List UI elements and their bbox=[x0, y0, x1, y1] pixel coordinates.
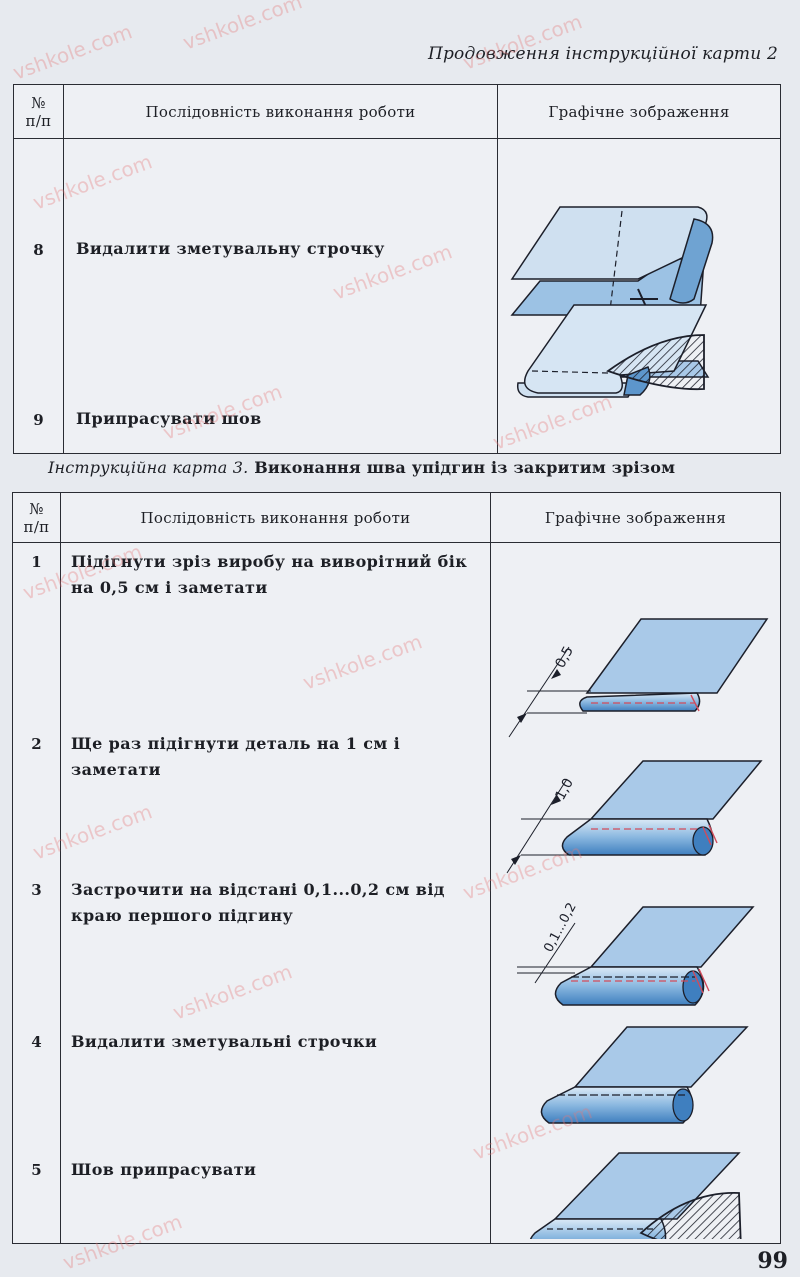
header-image: Графічне зображення bbox=[490, 492, 781, 543]
card3-table: № п/п Послідовність виконання роботи Гра… bbox=[12, 492, 781, 1256]
stitch-illustration: 0,1...0,2 bbox=[517, 900, 755, 1006]
row-instruction: Застрочити на відстані 0,1...0,2 см від … bbox=[71, 880, 445, 925]
card2-image-cell bbox=[497, 138, 781, 454]
row-number: 8 bbox=[33, 241, 44, 259]
row-number: 3 bbox=[31, 881, 42, 899]
card3-text-cell: Підігнути зріз виробу на виворітний бік … bbox=[60, 542, 491, 1244]
row-number: 9 bbox=[33, 411, 44, 429]
watermark: vshkole.com bbox=[179, 0, 306, 55]
row-instruction: Видалити зметувальну строчку bbox=[76, 239, 385, 258]
header-sequence: Послідовність виконання роботи bbox=[60, 492, 491, 543]
dimension-label: 0,1...0,2 bbox=[541, 900, 579, 955]
remove-basting-illustration bbox=[510, 206, 714, 328]
watermark: vshkole.com bbox=[459, 9, 586, 75]
watermark: vshkole.com bbox=[9, 19, 136, 85]
row-instruction: Ще раз підігнути деталь на 1 см і замета… bbox=[71, 734, 401, 779]
card3-illustrations: 0,5 1,0 bbox=[506, 618, 769, 1256]
card3-image-cell: 0,5 1,0 bbox=[490, 542, 781, 1256]
row-number: 5 bbox=[31, 1161, 42, 1179]
page-number: 99 bbox=[757, 1248, 788, 1274]
row-number: 1 bbox=[31, 553, 42, 571]
card2-num-cell: 8 9 bbox=[13, 138, 64, 454]
row-instruction: Видалити зметувальні строчки bbox=[71, 1032, 378, 1051]
card2-table: № п/п Послідовність виконання роботи Гра… bbox=[13, 84, 781, 454]
remove-basting-stitches-illustration bbox=[540, 1026, 749, 1124]
row-instruction: Шов припрасувати bbox=[71, 1160, 257, 1179]
header-num: № п/п bbox=[12, 492, 61, 543]
card2-continuation-heading: Продовження інструкційної карти 2 bbox=[427, 44, 778, 64]
header-sequence: Послідовність виконання роботи bbox=[63, 84, 498, 139]
fold-0-5-illustration: 0,5 bbox=[508, 618, 769, 738]
row-instruction: Підігнути зріз виробу на виворітний бік … bbox=[71, 552, 468, 597]
header-image: Графічне зображення bbox=[497, 84, 781, 139]
card2-text-cell: Видалити зметувальну строчку Припрасуват… bbox=[63, 138, 498, 454]
card3-title-text: Виконання шва упідгин із закритим зрізом bbox=[254, 458, 676, 477]
card3-num-cell: 1 2 3 4 5 bbox=[12, 542, 61, 1244]
fold-1-0-illustration: 1,0 bbox=[506, 760, 763, 874]
row-number: 2 bbox=[31, 735, 42, 753]
press-hem-illustration bbox=[529, 1152, 742, 1256]
card3-title: Інструкційна карта 3. Виконання шва упід… bbox=[48, 458, 675, 477]
row-number: 4 bbox=[31, 1033, 42, 1051]
card2-illustrations bbox=[510, 206, 714, 398]
row-instruction: Припрасувати шов bbox=[76, 409, 262, 428]
press-seam-illustration bbox=[516, 304, 710, 398]
header-num: № п/п bbox=[13, 84, 64, 139]
card3-title-label: Інструкційна карта 3. bbox=[48, 458, 249, 477]
